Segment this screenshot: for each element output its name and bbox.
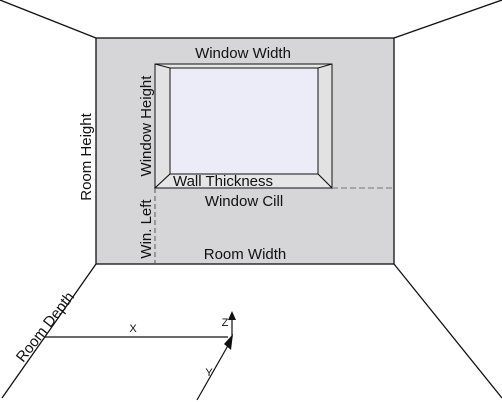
room-depth-label: Room Depth: [13, 289, 78, 366]
window-reveal-left: [154, 63, 171, 190]
window-width-label: Window Width: [195, 45, 291, 62]
y-axis-line: [196, 341, 231, 401]
floor-edge-left: [1, 263, 97, 399]
ceiling-edge-left: [0, 0, 97, 39]
y-axis-label: Y: [205, 367, 213, 379]
win-left-label: Win. Left: [138, 199, 155, 259]
x-axis-label: X: [129, 323, 137, 335]
wall-thickness-label: Wall Thickness: [173, 173, 273, 190]
window-height-label: Window Height: [138, 75, 155, 177]
window-glass: [169, 67, 319, 175]
y-axis-arrowhead: [224, 334, 233, 350]
floor-edge-right: [393, 263, 502, 399]
room-height-label: Room Height: [78, 112, 95, 200]
z-axis-arrowhead: [228, 311, 236, 320]
window-cill-label: Window Cill: [205, 193, 283, 210]
room-width-label: Room Width: [204, 246, 287, 263]
z-axis-label: Z: [222, 317, 229, 329]
window-reveal-top: [154, 63, 333, 69]
window-reveal-right: [317, 63, 333, 190]
ceiling-edge-right: [393, 0, 502, 39]
